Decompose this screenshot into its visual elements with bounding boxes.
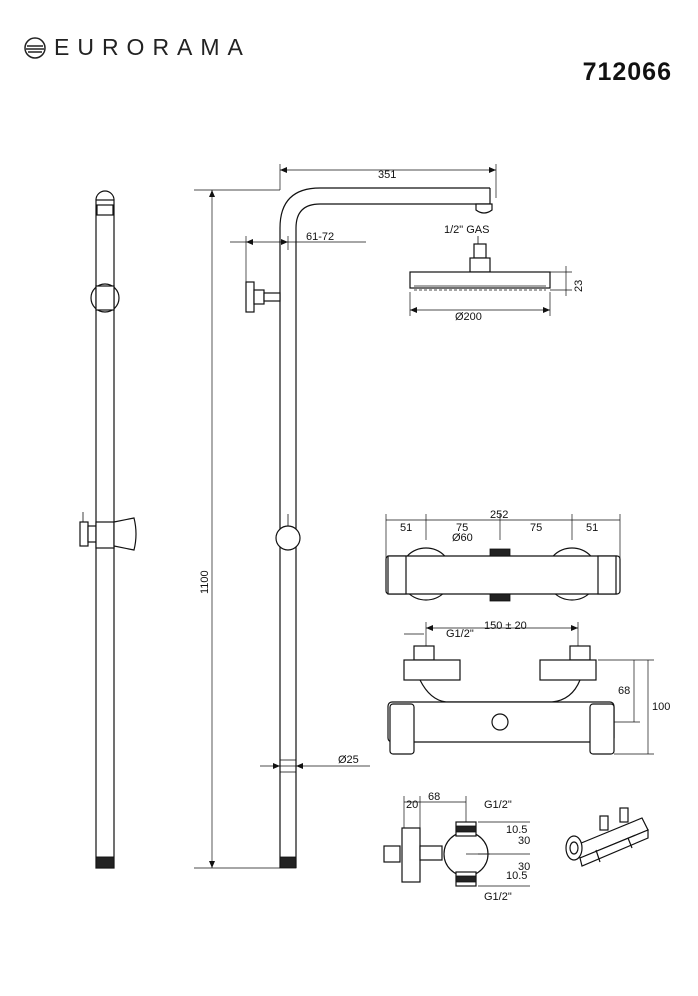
side-a-top-label: 10.5 bbox=[506, 824, 527, 836]
mixer-width-label: 252 bbox=[490, 509, 508, 521]
mixer-front-view: 150 ± 20 G1/2" 68 100 bbox=[387, 620, 670, 755]
head-thread-label: 1/2" GAS bbox=[444, 224, 489, 236]
mixer-height-inner-label: 68 bbox=[618, 685, 630, 697]
dim-pipe-diameter-label: Ø25 bbox=[338, 754, 359, 766]
side-thread-top-label: G1/2" bbox=[484, 799, 512, 811]
side-width-label: 68 bbox=[428, 791, 440, 803]
shower-head-detail: 1/2" GAS 23 Ø200 bbox=[409, 224, 585, 323]
mixer-seg-right-label: 51 bbox=[586, 522, 598, 534]
dim-arm-length: 351 bbox=[279, 164, 497, 198]
mixer-seg-mid-right-label: 75 bbox=[530, 522, 542, 534]
shower-column-side-view bbox=[245, 187, 493, 869]
side-a-bottom-label: 30 bbox=[518, 861, 530, 873]
mixer-height-outer-label: 100 bbox=[652, 701, 670, 713]
mixer-side-view: 20 68 G1/2" G1/2" 10.5 30 30 10.5 bbox=[383, 791, 530, 903]
mixer-isometric-view bbox=[565, 807, 649, 867]
dim-total-height-label: 1100 bbox=[199, 570, 211, 594]
side-offset-label: 20 bbox=[406, 799, 418, 811]
side-b-bottom-label: 10.5 bbox=[506, 870, 527, 882]
mixer-seg-left-label: 51 bbox=[400, 522, 412, 534]
dim-total-height: 1100 bbox=[194, 189, 280, 869]
rail-front-view bbox=[79, 190, 137, 869]
brand-header: EURORAMA bbox=[24, 34, 251, 61]
knob-diameter-label: Ø60 bbox=[452, 532, 473, 544]
side-thread-bottom-label: G1/2" bbox=[484, 891, 512, 903]
brand-name: EURORAMA bbox=[54, 34, 251, 60]
inlet-spacing-label: 150 ± 20 bbox=[484, 620, 527, 632]
product-code: 712066 bbox=[582, 58, 672, 86]
dim-pipe-offset: 61-72 bbox=[230, 231, 366, 282]
dim-pipe-diameter: Ø25 bbox=[260, 754, 370, 769]
dim-arm-length-label: 351 bbox=[378, 169, 396, 181]
head-height-label: 23 bbox=[573, 280, 585, 292]
side-b-top-label: 30 bbox=[518, 835, 530, 847]
dim-pipe-offset-label: 61-72 bbox=[306, 231, 334, 243]
inlet-thread-label: G1/2" bbox=[446, 628, 474, 640]
mixer-seg-mid-left-label: 75 bbox=[456, 522, 468, 534]
eurorama-logo-icon bbox=[24, 36, 46, 59]
mixer-top-view: 252 51 75 75 51 Ø60 bbox=[385, 509, 621, 602]
head-diameter-label: Ø200 bbox=[455, 311, 482, 323]
